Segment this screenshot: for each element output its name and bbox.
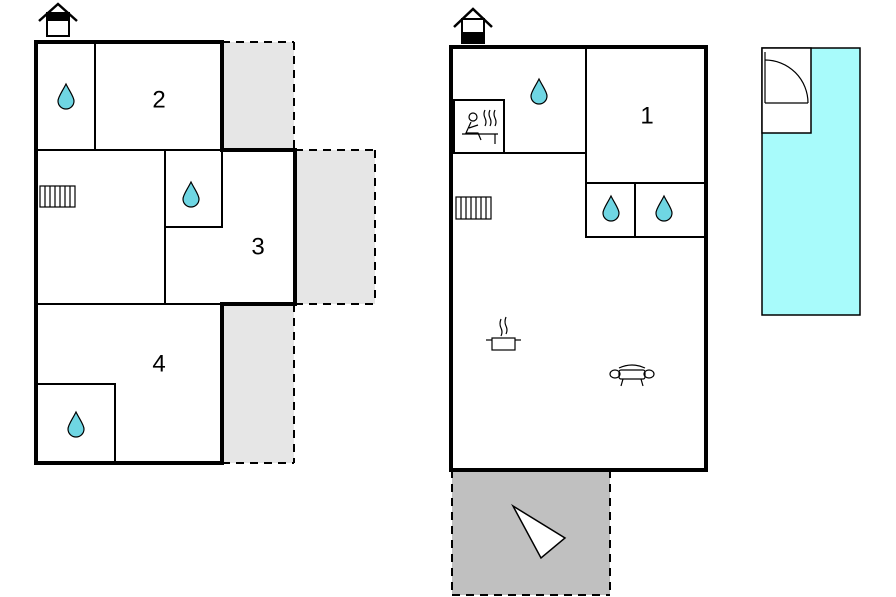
water-drop-icon (602, 194, 620, 222)
right-floor-plan: 1 (449, 7, 708, 596)
room-label-2: 2 (152, 86, 165, 113)
sauna-icon (462, 109, 498, 144)
room-label-3: 3 (251, 233, 264, 260)
cooking-pot-icon (486, 316, 521, 351)
room-label-1: 1 (640, 102, 653, 129)
outdoor-area-right (295, 149, 376, 305)
sofa-icon (609, 364, 655, 387)
left-inner-walls (35, 41, 223, 464)
water-drop-icon (57, 82, 75, 110)
water-drop-icon (530, 77, 548, 105)
sun-direction-icon (511, 503, 567, 560)
radiator-icon (39, 185, 76, 208)
radiator-icon (455, 196, 492, 220)
room-label-4: 4 (152, 350, 165, 377)
outdoor-area-bottom (222, 304, 295, 464)
house-entrance-icon (38, 2, 78, 37)
water-drop-icon (67, 410, 85, 438)
left-floor-plan: 2 3 4 (34, 2, 376, 465)
water-drop-icon (182, 180, 200, 208)
pool (761, 47, 861, 316)
outdoor-area-top (222, 41, 295, 150)
left-outer-wall (34, 40, 297, 465)
water-drop-icon (655, 194, 673, 222)
right-inner-walls (450, 46, 707, 238)
house-entrance-icon (453, 7, 493, 44)
right-outer-wall (449, 45, 708, 472)
